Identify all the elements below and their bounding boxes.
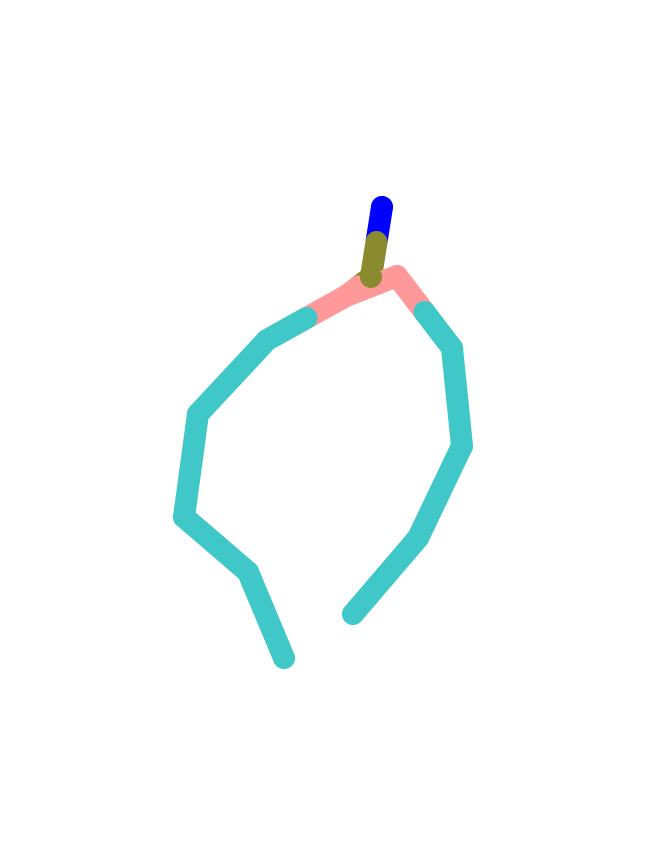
atom-nitrogen-a1[interactable] <box>371 196 393 218</box>
atom-carbon-a5[interactable] <box>256 329 278 351</box>
atom-phosphorus-a3[interactable] <box>335 285 357 307</box>
atom-carbon-a6[interactable] <box>187 403 209 425</box>
atom-carbon-a9[interactable] <box>273 647 295 669</box>
atom-carbon-a11[interactable] <box>451 435 473 457</box>
atom-carbon-a7[interactable] <box>173 506 195 528</box>
atom-carbon-a13[interactable] <box>342 603 364 625</box>
bond-layer <box>173 196 473 669</box>
atom-carbon-a12[interactable] <box>407 527 429 549</box>
atom-carbon-a10[interactable] <box>441 337 463 359</box>
atom-phosphorus-a4[interactable] <box>386 265 408 287</box>
atom-sulfur-a2[interactable] <box>360 266 382 288</box>
atom-carbon-a8[interactable] <box>237 561 259 583</box>
